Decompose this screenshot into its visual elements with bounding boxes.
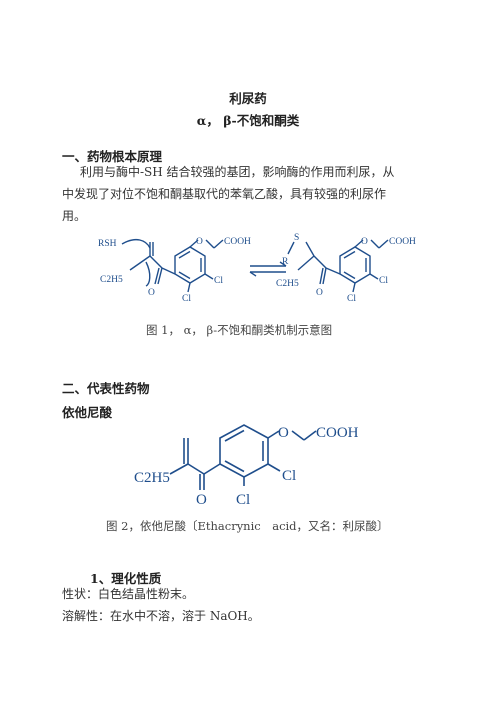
label-r: R bbox=[282, 257, 289, 267]
label-carbonyl-o-right: O bbox=[316, 288, 323, 298]
figure2-caption: 图 2，依他尼酸〔Ethacrynic acid，又名：利尿酸〕 bbox=[106, 519, 389, 533]
label-cl-right-1: Cl bbox=[379, 276, 388, 286]
page-title: 利尿药 bbox=[229, 91, 267, 106]
label-cl-1: Cl bbox=[282, 468, 296, 484]
label-ether-o-left: O bbox=[196, 237, 203, 247]
label-ether-o-right: O bbox=[361, 237, 368, 247]
label-s: S bbox=[294, 233, 299, 243]
label-c2h5-right: C2H5 bbox=[276, 279, 299, 289]
label-carbonyl-o: O bbox=[196, 492, 207, 508]
curved-arrow-rsh bbox=[121, 238, 151, 249]
mechanism-scheme-figure: RSH O COOH C2H5 Cl Cl O S R O COOH C2H5 … bbox=[98, 233, 416, 304]
label-cl-left-1: Cl bbox=[214, 276, 223, 286]
label-c2h5-left: C2H5 bbox=[100, 275, 123, 285]
figure1-caption: 图 1， α， β-不饱和酮类机制示意图 bbox=[146, 323, 333, 337]
label-cl-left-2: Cl bbox=[182, 294, 191, 304]
label-cooh-right: COOH bbox=[389, 237, 416, 247]
curved-arrow-carbonyl bbox=[145, 261, 151, 287]
principle-paragraph-line1: 利用与酶中-SH 结合较强的基团，影响酶的作用而利尿，从 bbox=[80, 165, 395, 179]
label-ether-o: O bbox=[278, 425, 289, 441]
property-appearance: 性状：白色结晶性粉末。 bbox=[62, 587, 195, 601]
property-solubility: 溶解性：在水中不溶，溶于 NaOH。 bbox=[62, 609, 260, 623]
label-cooh: COOH bbox=[316, 425, 359, 441]
label-cl-right-2: Cl bbox=[347, 294, 356, 304]
label-cl-2: Cl bbox=[236, 492, 250, 508]
label-cooh-left: COOH bbox=[224, 237, 251, 247]
label-c2h5: C2H5 bbox=[134, 470, 170, 486]
benzene-ring bbox=[219, 424, 269, 478]
section-heading-properties: 1、理化性质 bbox=[90, 571, 162, 586]
page-subtitle: α， β-不饱和酮类 bbox=[196, 113, 300, 128]
principle-paragraph-line3: 用。 bbox=[62, 209, 87, 223]
label-carbonyl-o-left: O bbox=[148, 288, 155, 298]
section-heading-representative: 二、代表性药物 bbox=[62, 381, 150, 396]
label-rsh: RSH bbox=[98, 239, 117, 249]
ethacrynic-acid-structure: O COOH C2H5 Cl Cl O bbox=[134, 424, 359, 508]
principle-paragraph-line2: 中发现了对位不饱和酮基取代的苯氧乙酸，具有较强的利尿作 bbox=[62, 187, 387, 201]
drug-name: 依他尼酸 bbox=[62, 405, 113, 420]
section-heading-principle: 一、药物根本原理 bbox=[62, 149, 163, 164]
